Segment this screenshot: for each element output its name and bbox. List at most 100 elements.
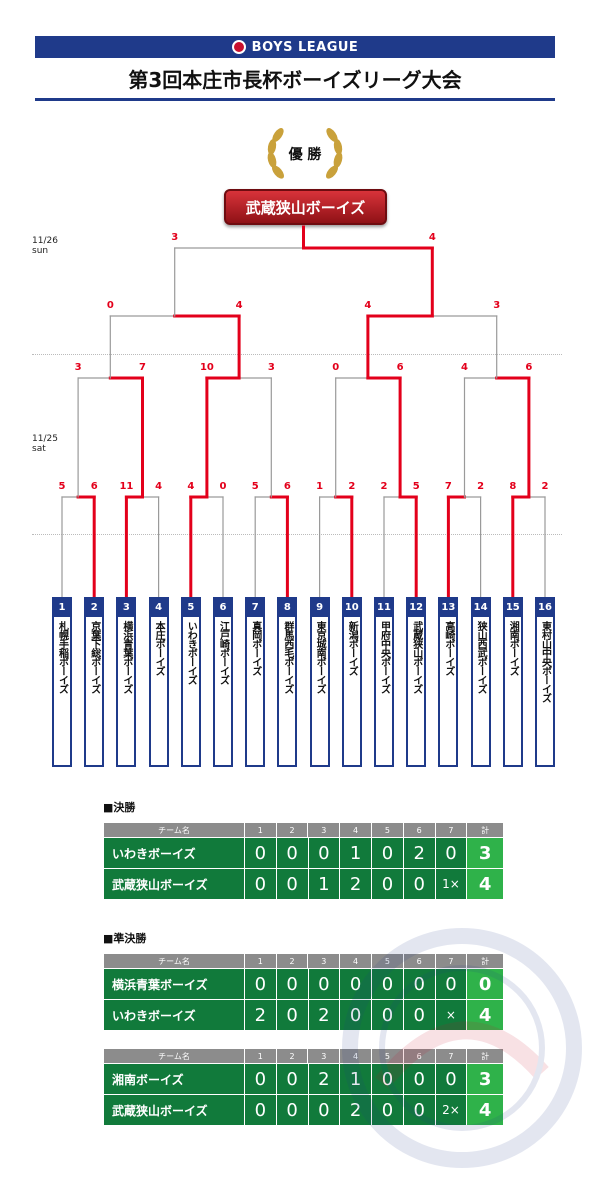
inning-score: 0	[435, 838, 467, 868]
team-seed-number: 12	[408, 599, 425, 617]
total-score: 3	[467, 838, 504, 868]
team-seed-number: 15	[504, 599, 521, 617]
header-inning-col: 7	[435, 1049, 467, 1063]
team-seed-number: 3	[118, 599, 135, 617]
match-score: 1	[316, 481, 323, 492]
team-name: 狭山西武ボーイズ	[475, 621, 487, 693]
champion-label: 優 勝	[288, 147, 322, 163]
inning-score: 1	[340, 838, 372, 868]
round-divider	[32, 354, 562, 355]
team-name: 横浜青葉ボーイズ	[120, 621, 132, 693]
total-score: 0	[467, 969, 504, 999]
match-score: 4	[187, 481, 194, 492]
header-inning-col: 4	[340, 823, 371, 837]
total-score: 4	[467, 1000, 504, 1030]
match-score: 10	[200, 362, 214, 373]
match-score: 2	[477, 481, 484, 492]
team-name: 京葉下総ボーイズ	[88, 621, 100, 693]
team-seed-number: 7	[247, 599, 264, 617]
inning-score: 0	[372, 869, 403, 899]
laurel-icon	[267, 128, 343, 179]
scoreboard-team-name: 横浜青葉ボーイズ	[104, 969, 244, 999]
header-inning-col: 6	[403, 954, 435, 968]
match-score: 2	[381, 481, 388, 492]
team-name: 札幌手稲ボーイズ	[56, 621, 68, 693]
match-score: 4	[461, 362, 468, 373]
header-inning-col: 2	[276, 1049, 308, 1063]
team-seed-number: 8	[279, 599, 296, 617]
match-score: 2	[542, 481, 549, 492]
team-seed-number: 2	[86, 599, 103, 617]
scoreboard-team-name: 武蔵狭山ボーイズ	[104, 869, 244, 899]
inning-score: 2×	[435, 1095, 467, 1125]
header-inning-col: 1	[244, 823, 276, 837]
team-name: 新潟ボーイズ	[346, 621, 358, 675]
total-score: 4	[467, 1095, 504, 1125]
team-name: 東村山中央ボーイズ	[539, 621, 551, 702]
team-seed-number: 11	[376, 599, 392, 617]
scoreboard-heading: ■準決勝	[103, 932, 147, 945]
match-score: 4	[364, 300, 371, 311]
inning-score: 0	[244, 1064, 276, 1094]
inning-score: 0	[403, 1064, 435, 1094]
brand-bar: BOYS LEAGUE	[35, 36, 555, 58]
total-score: 3	[467, 1064, 504, 1094]
team-name: 甲府中央ボーイズ	[378, 621, 390, 693]
date-label-day1: 11/25 sat	[32, 434, 58, 454]
header-inning-col: 4	[340, 1049, 371, 1063]
inning-score: 0	[276, 869, 308, 899]
date-label-day2: 11/26 sun	[32, 236, 58, 256]
match-score: 6	[525, 362, 532, 373]
match-score: 6	[284, 481, 291, 492]
team-seed-number: 1	[54, 599, 70, 617]
inning-score: 0	[340, 969, 372, 999]
header-inning-col: 6	[403, 823, 435, 837]
champion-team: 武蔵狭山ボーイズ	[224, 189, 387, 225]
match-score: 3	[268, 362, 275, 373]
header-inning-col: 5	[371, 823, 403, 837]
team-seed-number: 10	[343, 599, 360, 617]
team-card: 3 横浜青葉ボーイズ	[116, 597, 137, 767]
inning-score: 0	[403, 969, 435, 999]
match-score: 0	[220, 481, 227, 492]
inning-score: 0	[276, 1000, 308, 1030]
match-score: 4	[429, 232, 436, 243]
inning-score: 0	[244, 869, 276, 899]
inning-score: 0	[372, 1064, 403, 1094]
team-seed-number: 13	[440, 599, 457, 617]
team-name: 武蔵狭山ボーイズ	[410, 621, 422, 693]
round-divider	[32, 534, 562, 535]
team-name: 江戸崎ボーイズ	[217, 621, 229, 684]
header-inning-col: 3	[308, 823, 340, 837]
header-inning-col: 5	[371, 954, 403, 968]
inning-score: 0	[244, 838, 276, 868]
header-inning-col: 2	[276, 954, 308, 968]
inning-score: 0	[403, 1000, 435, 1030]
total-score: 4	[467, 869, 504, 899]
team-card: 1 札幌手稲ボーイズ	[52, 597, 72, 767]
header-inning-col: 5	[371, 1049, 403, 1063]
header-team-col: チーム名	[104, 823, 244, 837]
inning-score: 0	[372, 969, 403, 999]
header-total-col: 計	[467, 823, 503, 837]
inning-score: 0	[276, 1095, 308, 1125]
inning-score: 0	[403, 1095, 435, 1125]
inning-score: 0	[276, 969, 308, 999]
match-score: 2	[348, 481, 355, 492]
header-inning-col: 3	[308, 1049, 340, 1063]
